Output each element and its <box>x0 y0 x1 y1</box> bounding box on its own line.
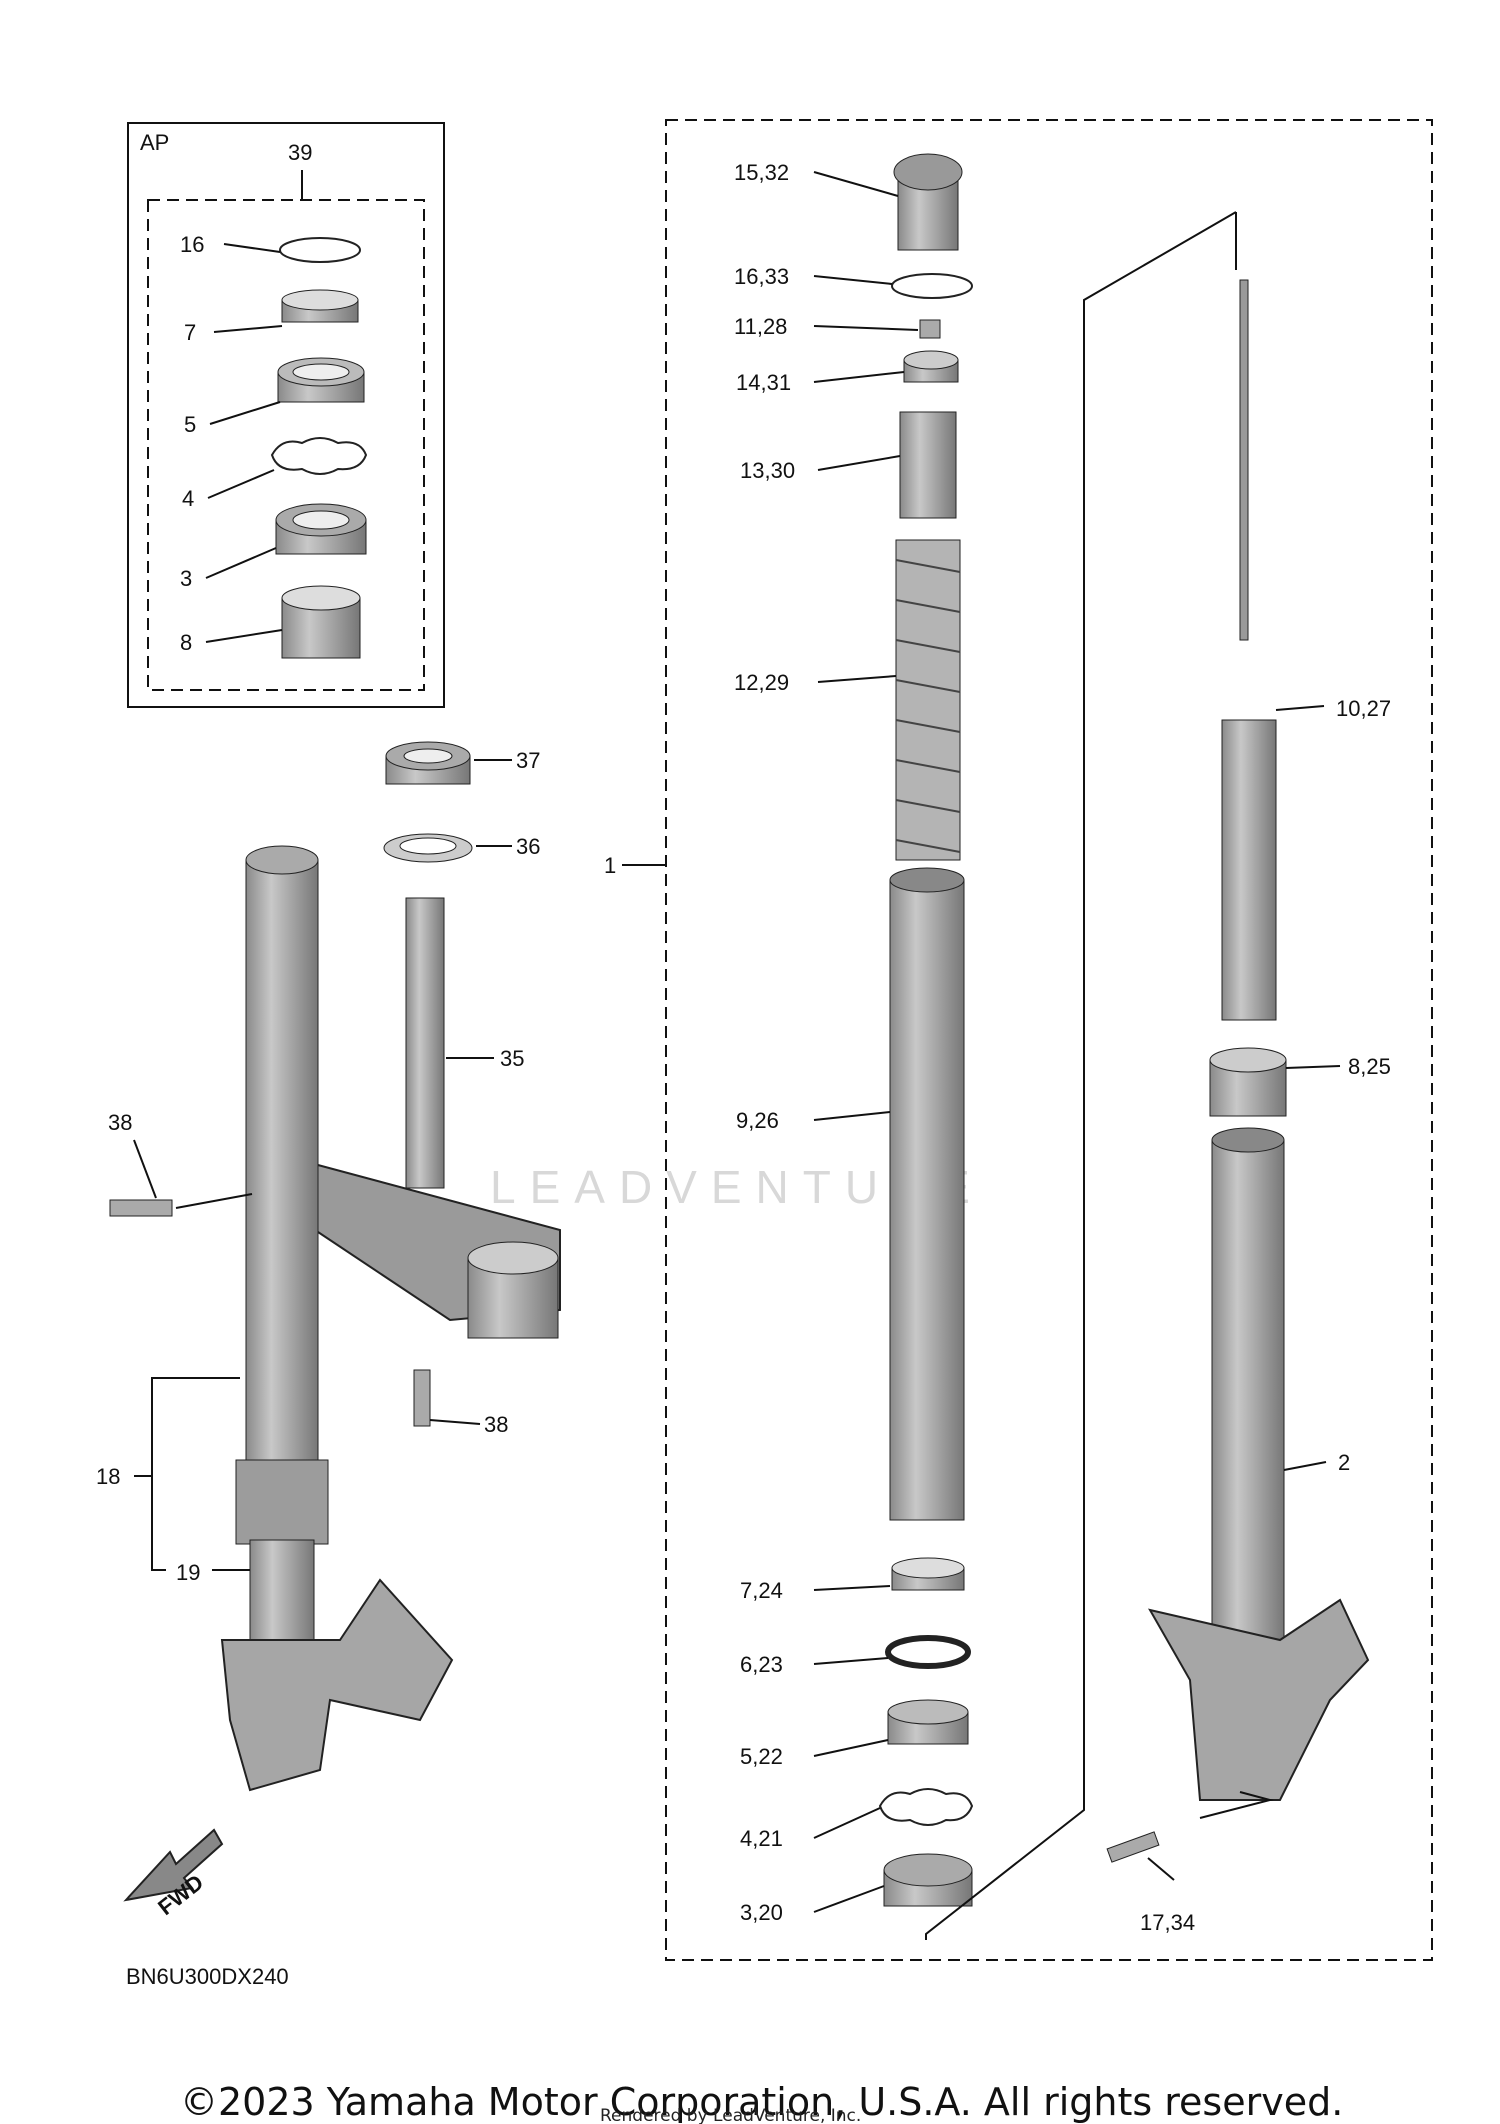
damper-rod <box>1239 279 1249 641</box>
cap-bolt-15 <box>893 153 963 251</box>
label-14-31: 14,31 <box>736 370 791 395</box>
label-ap-16: 16 <box>180 232 204 257</box>
outer-tube-2 <box>1211 1139 1285 1641</box>
label-7-24: 7,24 <box>740 1578 783 1603</box>
label-37: 37 <box>516 748 540 773</box>
label-ap-3: 3 <box>180 566 192 591</box>
inner-tube-9 <box>889 879 965 1521</box>
label-2: 2 <box>1338 1450 1350 1475</box>
inner-tube-18 <box>245 859 319 1481</box>
label-4-21: 4,21 <box>740 1826 783 1851</box>
bushing-5 <box>277 357 365 403</box>
label-6-23: 6,23 <box>740 1652 783 1677</box>
bearing-37 <box>385 741 471 785</box>
seal-7-24 <box>891 1557 965 1591</box>
nut-11 <box>919 319 941 339</box>
label-19: 19 <box>176 1560 200 1585</box>
axle-bracket-right <box>1147 1598 1370 1801</box>
slide-metal-8 <box>281 585 361 659</box>
o-ring-16-33 <box>891 273 973 299</box>
axle-bracket <box>220 1578 454 1792</box>
washer-6-23 <box>885 1635 971 1669</box>
copyright-text: ©2023 Yamaha Motor Corporation, U.S.A. A… <box>180 2080 1344 2124</box>
label-1: 1 <box>604 853 616 878</box>
oil-seal-3-20 <box>883 1853 973 1907</box>
o-ring-16 <box>279 237 361 263</box>
fork-spring-12 <box>895 539 961 861</box>
label-ap-7: 7 <box>184 320 196 345</box>
steering-stem-35 <box>405 897 445 1189</box>
label-3-20: 3,20 <box>740 1900 783 1925</box>
label-16-33: 16,33 <box>734 264 789 289</box>
fwd-arrow <box>123 1828 224 1902</box>
oil-seal-3 <box>275 503 367 555</box>
label-ap-box: AP <box>140 130 169 155</box>
label-38-b: 38 <box>484 1412 508 1437</box>
race-36 <box>383 833 473 863</box>
bolt-17-34 <box>1106 1831 1160 1863</box>
rendered-by-text: Rendered by LeadVenture, Inc. <box>600 2106 862 2124</box>
steering-stem-assembly <box>109 741 561 1902</box>
label-9-26: 9,26 <box>736 1108 779 1133</box>
slide-metal-8-25 <box>1209 1047 1287 1117</box>
label-ap-8: 8 <box>180 630 192 655</box>
cartridge-10-27 <box>1221 719 1277 1021</box>
label-5-22: 5,22 <box>740 1744 783 1769</box>
label-ap-5: 5 <box>184 412 196 437</box>
label-36: 36 <box>516 834 540 859</box>
bracket-clamp <box>467 1241 559 1339</box>
label-ap-4: 4 <box>182 486 194 511</box>
seal-ring-7 <box>281 289 359 323</box>
callout-labels: AP 39 16 7 5 4 3 8 37 36 35 38 38 18 19 … <box>96 130 1391 1989</box>
ap-kit-box <box>127 122 445 708</box>
bolt-38a <box>109 1199 173 1217</box>
label-12-29: 12,29 <box>734 670 789 695</box>
fork-leg-parts <box>813 153 1370 1940</box>
label-10-27: 10,27 <box>1336 696 1391 721</box>
label-38-a: 38 <box>108 1110 132 1135</box>
label-35: 35 <box>500 1046 524 1071</box>
label-18: 18 <box>96 1464 120 1489</box>
spacer-13 <box>899 411 957 519</box>
label-13-30: 13,30 <box>740 458 795 483</box>
label-15-32: 15,32 <box>734 160 789 185</box>
spring-seat-14 <box>903 350 959 383</box>
label-11-28: 11,28 <box>734 314 787 339</box>
clip-4 <box>270 437 368 475</box>
label-ap-39: 39 <box>288 140 312 165</box>
diagram-code: BN6U300DX240 <box>126 1964 289 1989</box>
bushing-5-22 <box>887 1699 969 1745</box>
fork-assembly-box <box>665 119 1433 1961</box>
bolt-38b <box>413 1369 431 1427</box>
clip-4-21 <box>878 1788 974 1826</box>
label-8-25: 8,25 <box>1348 1054 1391 1079</box>
label-17-34: 17,34 <box>1140 1910 1195 1935</box>
